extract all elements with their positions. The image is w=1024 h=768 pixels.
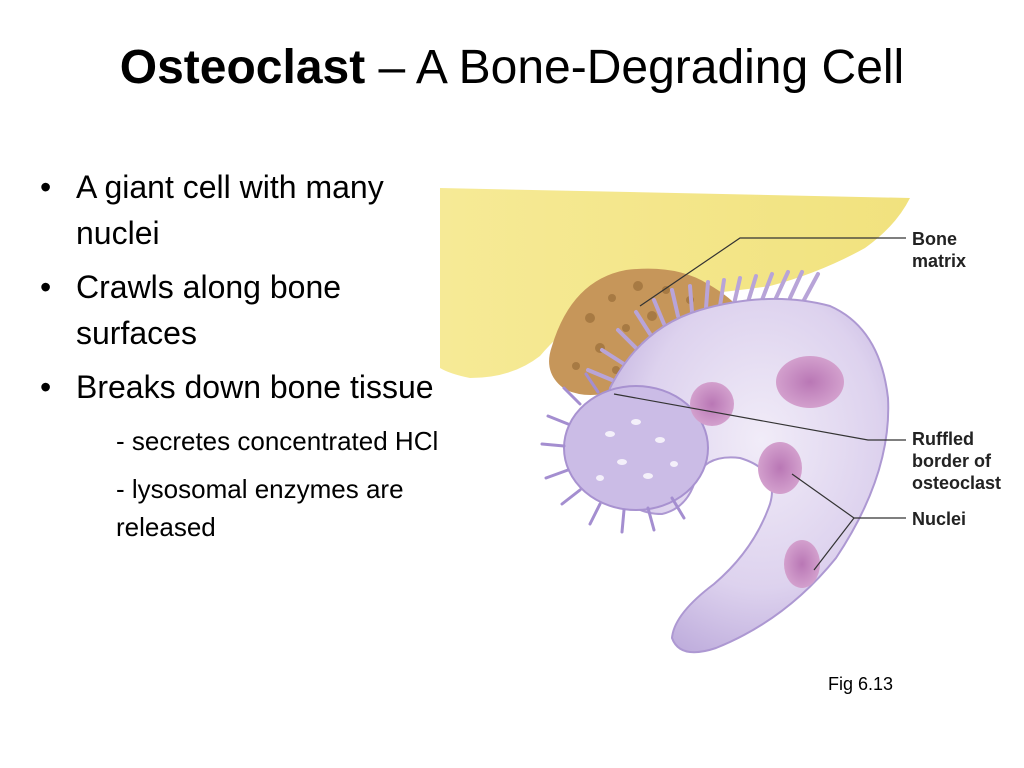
title-bold: Osteoclast	[119, 41, 366, 94]
nucleus	[776, 356, 844, 408]
nucleus	[690, 382, 734, 426]
bullet-dot: •	[40, 269, 52, 305]
title-rest: – A Bone-Degrading Cell	[365, 41, 905, 94]
lobe-spines	[540, 372, 686, 534]
label-line: border of	[912, 451, 991, 471]
slide-title: Osteoclast – A Bone-Degrading Cell	[0, 36, 1024, 100]
nucleus	[784, 540, 820, 588]
label-line: osteoclast	[912, 473, 1002, 493]
label-line: matrix	[912, 251, 967, 271]
bullet-dot: •	[40, 169, 52, 205]
bullet-item: • Breaks down bone tissue - secretes con…	[36, 364, 446, 546]
label-line: Bone	[912, 229, 957, 249]
label-ruffled-border: Ruffled border of osteoclast	[912, 428, 1001, 494]
bullet-text: A giant cell with many nuclei	[76, 169, 384, 251]
leader-lines	[613, 237, 906, 571]
ruffled-villi	[586, 270, 820, 382]
lobe-vesicles	[596, 419, 678, 481]
label-bone-matrix: Bone matrix	[912, 228, 966, 272]
nucleus	[758, 442, 802, 494]
ruffled-lobe	[563, 385, 709, 511]
bullet-dot: •	[40, 369, 52, 405]
sub-item: - lysosomal enzymes are released	[116, 474, 404, 542]
bullet-list: • A giant cell with many nuclei • Crawls…	[36, 164, 446, 554]
label-nuclei: Nuclei	[912, 509, 967, 529]
osteoclast-illustration	[440, 188, 910, 654]
bullet-item: • Crawls along bone surfaces	[36, 264, 446, 356]
sub-item: - secretes concentrated HCl	[116, 426, 439, 456]
bullet-text: Crawls along bone surfaces	[76, 269, 342, 351]
label-line: Ruffled	[912, 429, 974, 449]
figure-caption: Fig 6.13	[828, 674, 894, 694]
bullet-item: • A giant cell with many nuclei	[36, 164, 446, 256]
bullet-text: Breaks down bone tissue	[76, 369, 434, 405]
